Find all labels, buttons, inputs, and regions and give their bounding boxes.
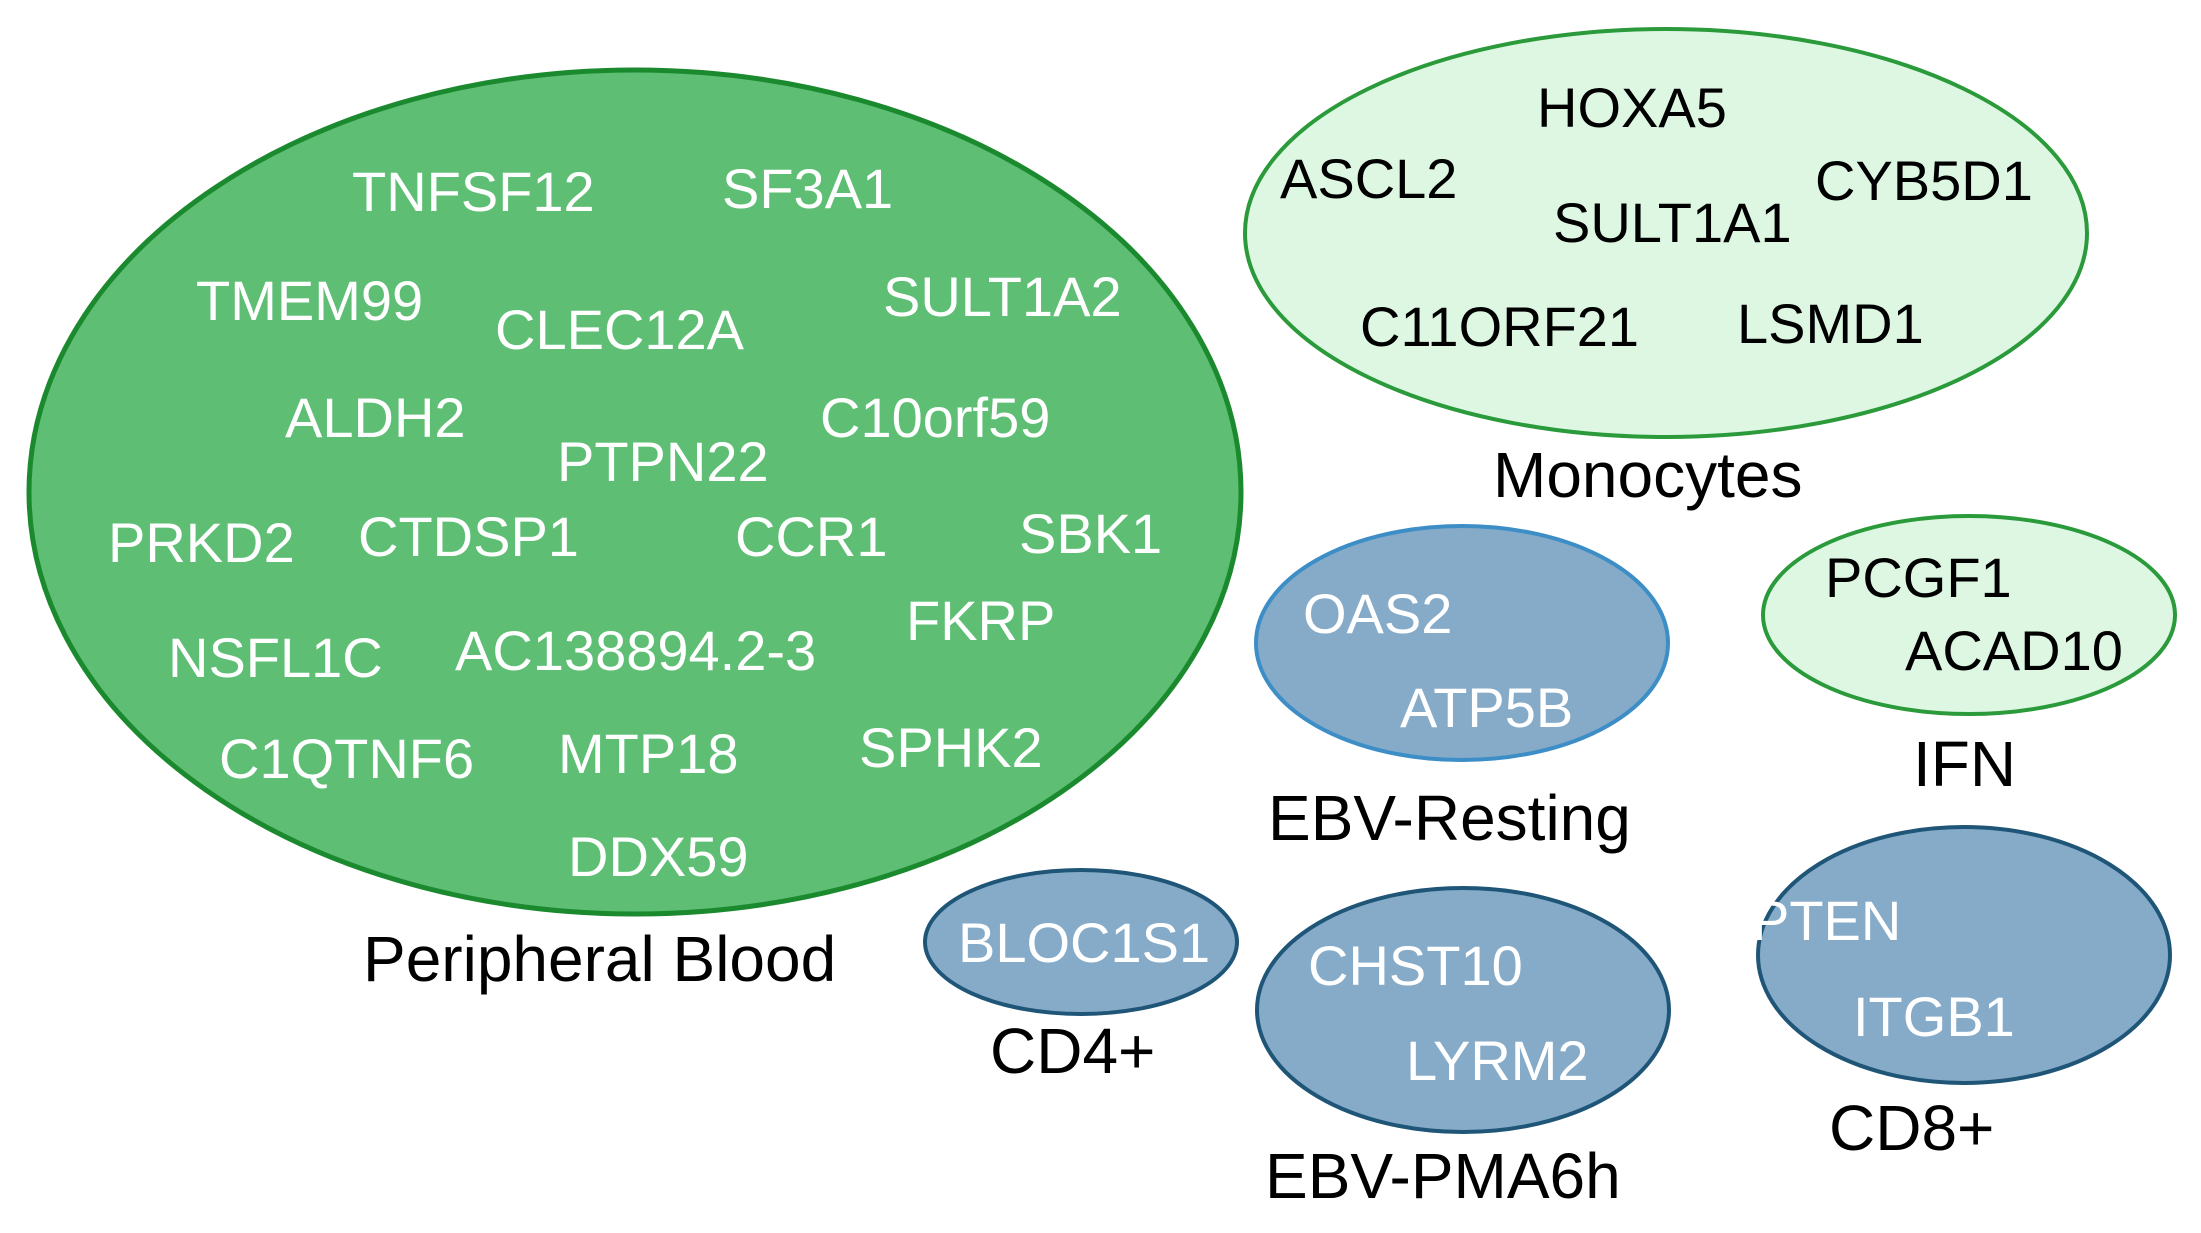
- group-caption: IFN: [1913, 728, 2016, 800]
- group-caption: CD4+: [990, 1015, 1155, 1087]
- gene-label: CTDSP1: [358, 505, 579, 568]
- cd8-ellipse: [1756, 825, 2172, 1085]
- ifn-ellipse: [1761, 514, 2177, 716]
- group-monocytes: HOXA5 ASCL2 CYB5D1 SULT1A1 C11ORF21 LSMD…: [1243, 27, 2089, 511]
- gene-label: LYRM2: [1406, 1029, 1589, 1092]
- group-caption: Monocytes: [1493, 439, 1802, 511]
- gene-label: ATP5B: [1400, 676, 1573, 739]
- group-caption: CD8+: [1829, 1092, 1994, 1164]
- group-cd8: PTEN ITGB1 CD8+: [1752, 825, 2172, 1164]
- gene-label: SPHK2: [859, 716, 1043, 779]
- group-cd4: BLOC1S1 CD4+: [923, 868, 1239, 1087]
- group-ebv-resting: OAS2 ATP5B EBV-Resting: [1254, 524, 1670, 854]
- gene-label: NSFL1C: [168, 626, 383, 689]
- gene-label: PCGF1: [1825, 546, 2012, 609]
- gene-label: SF3A1: [722, 157, 893, 220]
- gene-label: C11ORF21: [1360, 295, 1639, 358]
- group-peripheral-blood: TNFSF12 SF3A1 TMEM99 CLEC12A SULT1A2 ALD…: [26, 67, 1244, 995]
- gene-label: PTPN22: [557, 430, 769, 493]
- gene-label: C10orf59: [820, 386, 1050, 449]
- gene-label: AC138894.2-3: [455, 619, 816, 682]
- group-caption: EBV-Resting: [1268, 782, 1631, 854]
- gene-label: SULT1A2: [883, 265, 1122, 328]
- gene-label: ALDH2: [285, 386, 466, 449]
- gene-label: HOXA5: [1537, 76, 1727, 139]
- gene-label: SULT1A1: [1553, 191, 1792, 254]
- gene-label: LSMD1: [1737, 292, 1924, 355]
- group-caption: Peripheral Blood: [363, 923, 836, 995]
- gene-label: ASCL2: [1280, 147, 1457, 210]
- gene-label: PRKD2: [108, 511, 295, 574]
- cd4-ellipse: [923, 868, 1239, 1016]
- group-ifn: PCGF1 ACAD10 IFN: [1761, 514, 2177, 800]
- gene-label: SBK1: [1019, 502, 1162, 565]
- group-caption: EBV-PMA6h: [1265, 1140, 1621, 1212]
- gene-label: ITGB1: [1853, 985, 2015, 1048]
- gene-label: C1QTNF6: [219, 727, 474, 790]
- group-ebv-pma6h: CHST10 LYRM2 EBV-PMA6h: [1255, 886, 1671, 1212]
- gene-label: CLEC12A: [495, 298, 745, 361]
- gene-label: BLOC1S1: [958, 911, 1210, 974]
- gene-label: MTP18: [558, 722, 739, 785]
- ebv-pma6h-ellipse: [1255, 886, 1671, 1134]
- peripheral-blood-ellipse: [26, 67, 1244, 917]
- gene-label: OAS2: [1303, 582, 1452, 645]
- gene-label: CCR1: [735, 505, 887, 568]
- gene-label: TNFSF12: [352, 160, 595, 223]
- gene-label: PTEN: [1752, 889, 1901, 952]
- monocytes-ellipse: [1243, 27, 2089, 439]
- gene-label: ACAD10: [1905, 619, 2123, 682]
- gene-label: CYB5D1: [1815, 149, 2033, 212]
- gene-label: DDX59: [568, 825, 749, 888]
- gene-label: FKRP: [906, 589, 1055, 652]
- gene-label: TMEM99: [196, 269, 423, 332]
- gene-label: CHST10: [1308, 934, 1523, 997]
- ebv-resting-ellipse: [1254, 524, 1670, 762]
